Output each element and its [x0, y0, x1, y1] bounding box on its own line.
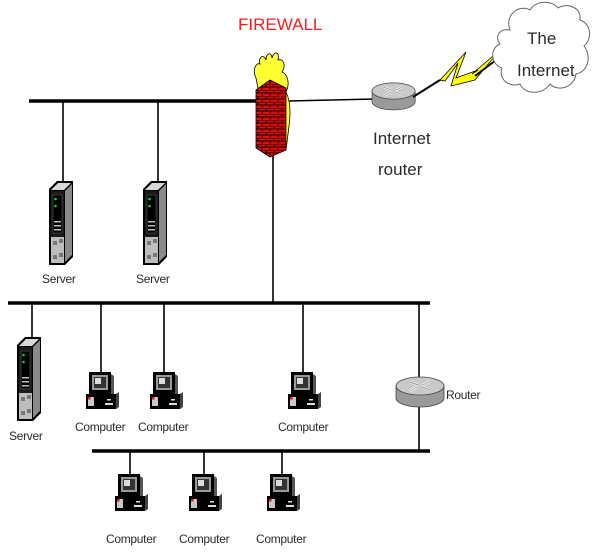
lan-server-icon	[16, 336, 42, 422]
sub-computer-1-label: Computer	[106, 532, 157, 546]
top-server-1-icon	[48, 180, 74, 266]
lan-computer-2-label: Computer	[138, 420, 189, 434]
sub-computer-1-icon	[115, 474, 148, 511]
internet-cloud-icon	[492, 1, 590, 93]
sub-computer-3-icon	[267, 474, 300, 511]
internet-label-line2: Internet	[517, 61, 575, 80]
lan-server-label: Server	[9, 429, 43, 443]
router-label: Router	[446, 388, 481, 402]
router-icon	[394, 375, 446, 409]
lan-computer-3-icon	[288, 372, 321, 409]
internet-label-line1: The	[527, 29, 556, 48]
firewall-icon	[253, 52, 291, 158]
lan-computer-1-icon	[86, 372, 119, 409]
lan-computer-3-label: Computer	[278, 420, 329, 434]
internet-router-label-line2: router	[378, 160, 423, 179]
top-server-2-label: Server	[136, 272, 170, 286]
firewall-label: FIREWALL	[238, 15, 322, 34]
sub-computer-2-label: Computer	[179, 532, 230, 546]
firewall-to-router-link	[287, 98, 376, 102]
lan-computer-2-icon	[150, 372, 183, 409]
internet-router-label-line1: Internet	[373, 129, 431, 148]
lightning-link-icon	[412, 49, 501, 98]
sub-computer-2-icon	[189, 474, 222, 511]
top-server-2-icon	[142, 180, 168, 266]
sub-computer-3-label: Computer	[256, 532, 307, 546]
internet-router-icon	[371, 81, 417, 111]
lan-computer-1-label: Computer	[75, 420, 126, 434]
top-server-1-label: Server	[42, 272, 76, 286]
